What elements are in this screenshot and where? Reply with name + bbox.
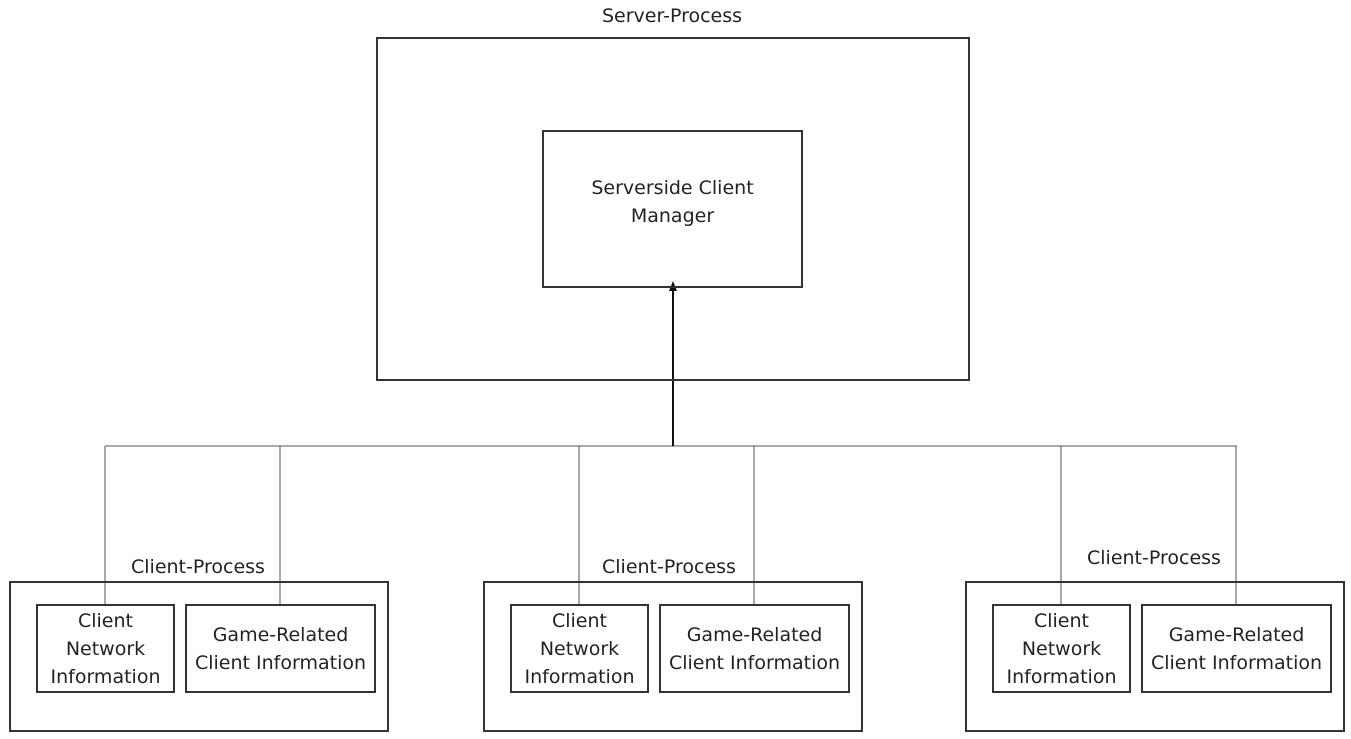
client-manager-label: Serverside Client Manager [591, 177, 754, 227]
game-related-info-box [185, 604, 376, 693]
client-network-info-box [36, 604, 175, 693]
game-related-info-label: Game-Related Client Information [1150, 623, 1323, 674]
game-related-info-box [659, 604, 850, 693]
client-process-box [483, 581, 863, 732]
client-network-info-box [992, 604, 1131, 693]
client-network-info-label: Client Network Information [1006, 609, 1117, 688]
server-process-box [376, 37, 970, 381]
game-related-info-box [1141, 604, 1332, 693]
client-process-box [9, 581, 389, 732]
client-manager-box [542, 130, 803, 288]
client-process-title: Client-Process [131, 556, 265, 578]
game-related-info-label: Game-Related Client Information [194, 623, 367, 674]
client-network-info-box [510, 604, 649, 693]
server-process-title: Server-Process [602, 5, 743, 27]
client-network-info-label: Client Network Information [524, 609, 635, 688]
client-process-title: Client-Process [602, 556, 736, 578]
game-related-info-label: Game-Related Client Information [668, 623, 841, 674]
client-network-info-label: Client Network Information [50, 609, 161, 688]
client-process-title: Client-Process [1087, 547, 1221, 569]
client-process-box [965, 581, 1345, 732]
